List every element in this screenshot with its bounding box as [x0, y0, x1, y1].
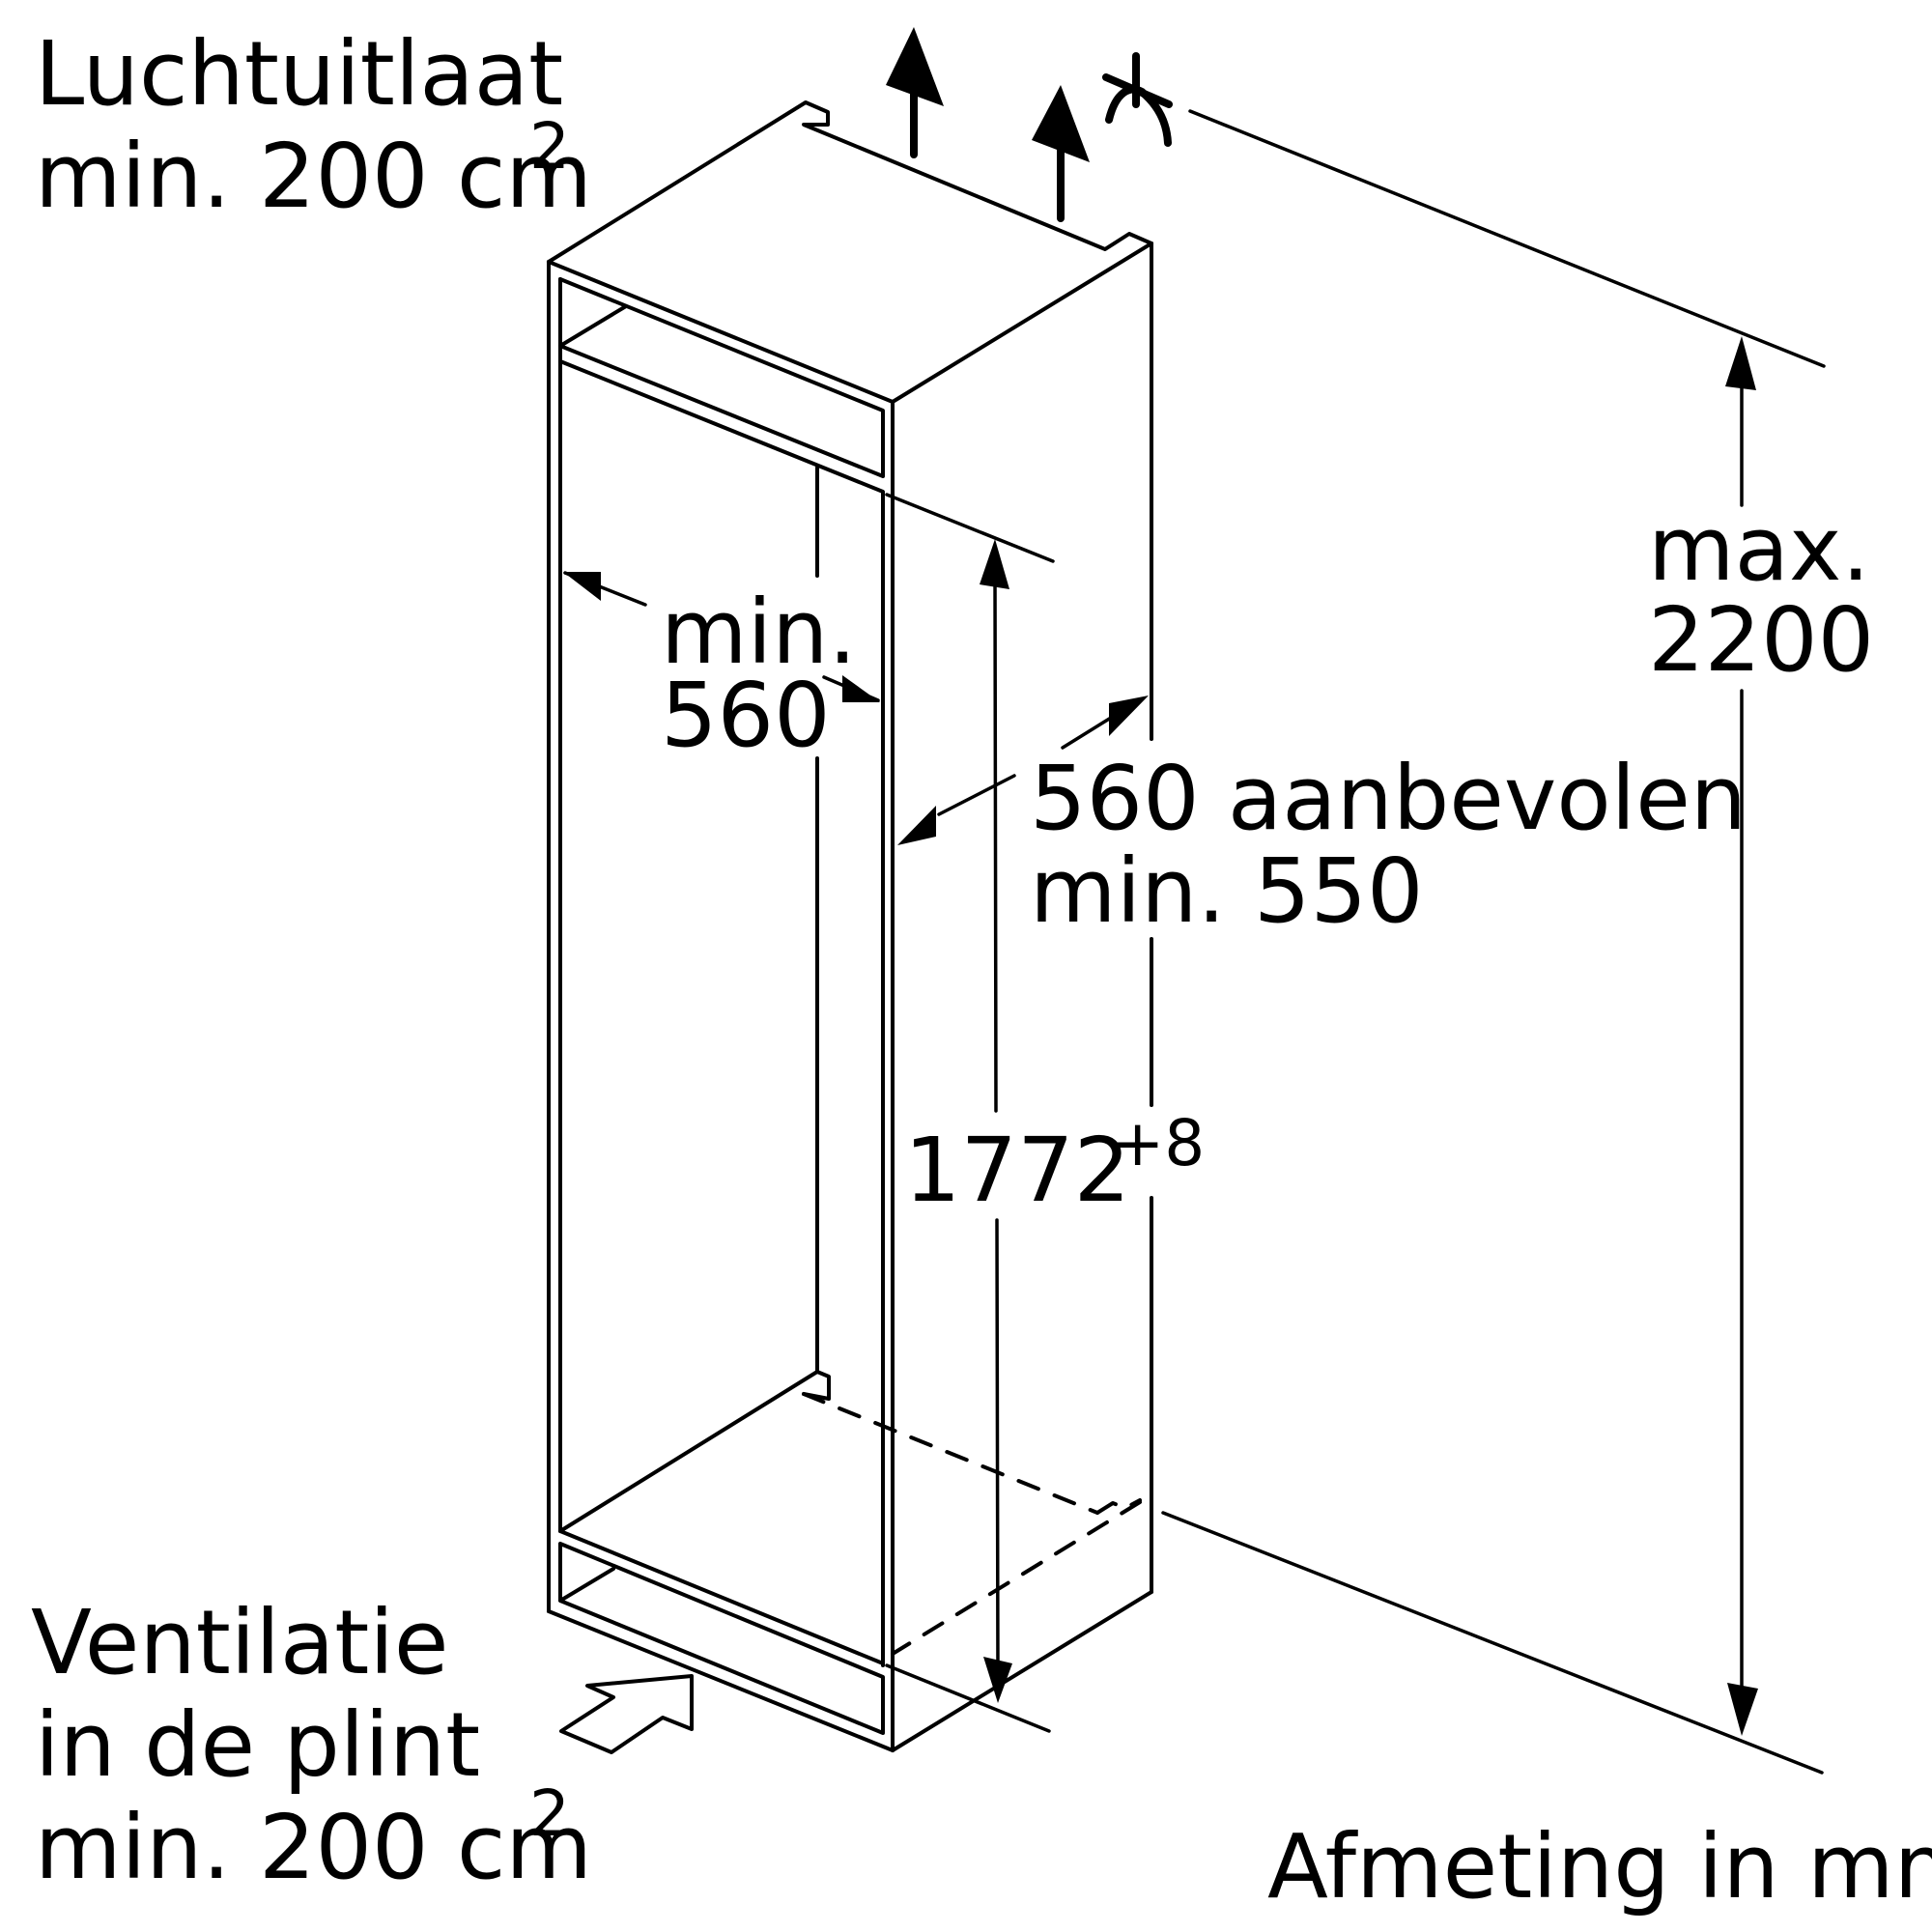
wrench-icon [1102, 52, 1173, 147]
air-outlet-label: Luchtuitlaat [35, 22, 563, 126]
arrow-up-icon [886, 27, 944, 158]
ventilation-label: Ventilatie [31, 1591, 449, 1694]
cabinet-outline [547, 100, 1153, 1752]
air-outlet-area: min. 200 cm [35, 125, 592, 228]
width-min-label: min. 550 [1030, 839, 1424, 943]
niche-height-value: 1772 [904, 1119, 1130, 1222]
max-height-dimension [1161, 109, 1826, 1775]
ventilation-location: in de plint [35, 1693, 480, 1797]
depth-dimension [563, 571, 880, 702]
air-outlet-area-exponent: 2 [529, 109, 570, 184]
max-label: max. [1648, 497, 1870, 601]
depth-label: min. [661, 581, 857, 684]
arrow-up-icon [1032, 85, 1090, 222]
ventilation-area-exponent: 2 [529, 1776, 570, 1851]
ventilation-area: min. 200 cm [35, 1796, 592, 1899]
width-recommended-label: 560 aanbevolen [1030, 747, 1747, 850]
max-value: 2200 [1648, 588, 1874, 692]
niche-height-dimension [885, 493, 1055, 1733]
width-dimension [897, 696, 1149, 845]
unit-note: Afmeting in mm [1267, 1815, 1932, 1918]
hollow-arrow-icon [559, 1674, 694, 1754]
depth-value: 560 [661, 664, 831, 767]
niche-height-tolerance: +8 [1111, 1106, 1205, 1180]
